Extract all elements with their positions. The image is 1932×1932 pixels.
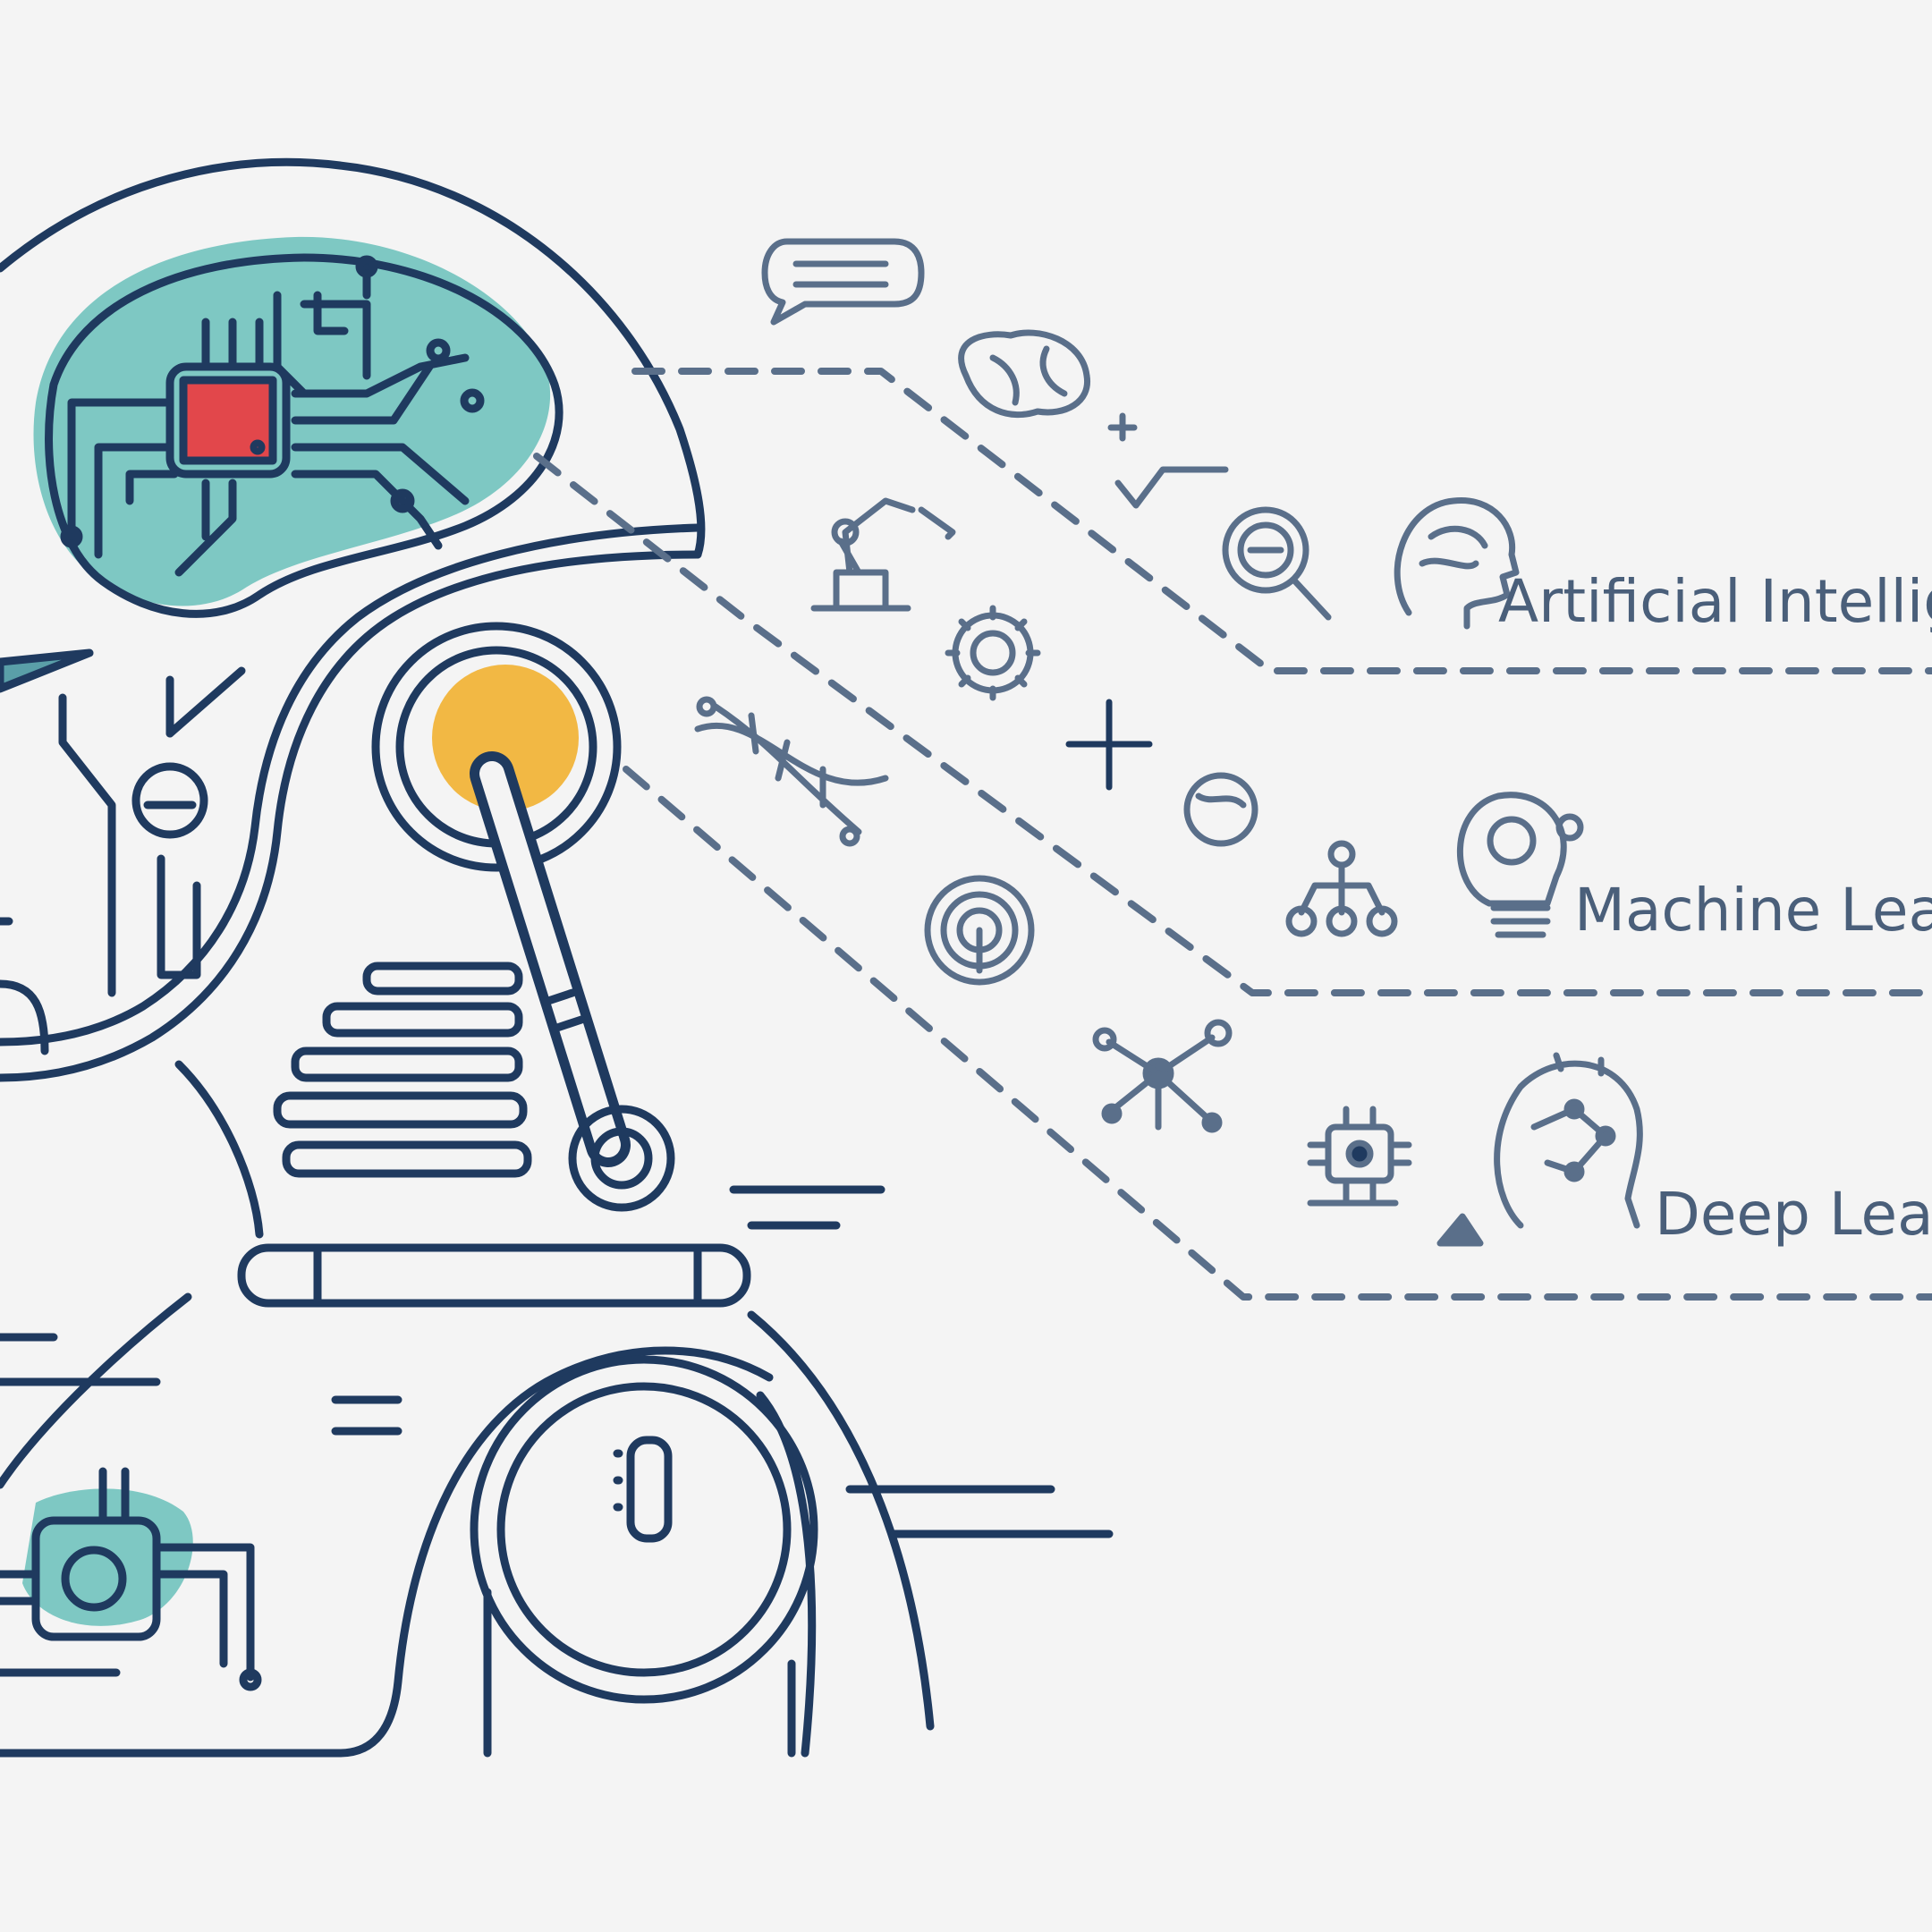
cpu-chip-icon: [165, 362, 291, 479]
brain-circuit-icon: [33, 236, 564, 618]
plus-icon: [1065, 699, 1153, 791]
robot-eye-icon: [371, 622, 675, 1212]
brain-icon: [958, 329, 1090, 419]
robot-arm-icon: [810, 497, 956, 612]
collar-icon: [237, 1243, 751, 1308]
globe-icon: [1183, 772, 1258, 847]
triangle-mark-icon: [1436, 1213, 1484, 1247]
dna-icon: [694, 696, 889, 847]
lightbulb-gear-icon: [1457, 792, 1584, 938]
gear-icon: [945, 605, 1041, 701]
chest-chip-icon: [0, 1467, 262, 1691]
vent-bars-icon: [273, 962, 886, 1230]
square-root-icon: [1107, 412, 1229, 509]
ear-antenna-icon: [0, 648, 246, 1055]
label-artificial-intelligence: Artificial Intellig: [1498, 567, 1932, 636]
speech-bubble-icon: [761, 238, 925, 326]
network-icon: [1092, 1019, 1233, 1133]
robot-head-icon: [0, 157, 935, 1758]
label-deep-learning: Deep Lea: [1655, 1180, 1932, 1249]
fingerprint-icon: [924, 875, 1035, 986]
head-brain-icon: [1394, 497, 1520, 630]
dashed-connectors: [533, 368, 1932, 1301]
label-machine-learning: Machine Lea: [1574, 876, 1932, 945]
head-network-icon: [1494, 1052, 1643, 1229]
magnifier-icon: [1222, 506, 1332, 621]
body-details-icon: [0, 1333, 1114, 1704]
processor-icon: [1307, 1106, 1412, 1207]
hierarchy-icon: [1285, 840, 1398, 937]
